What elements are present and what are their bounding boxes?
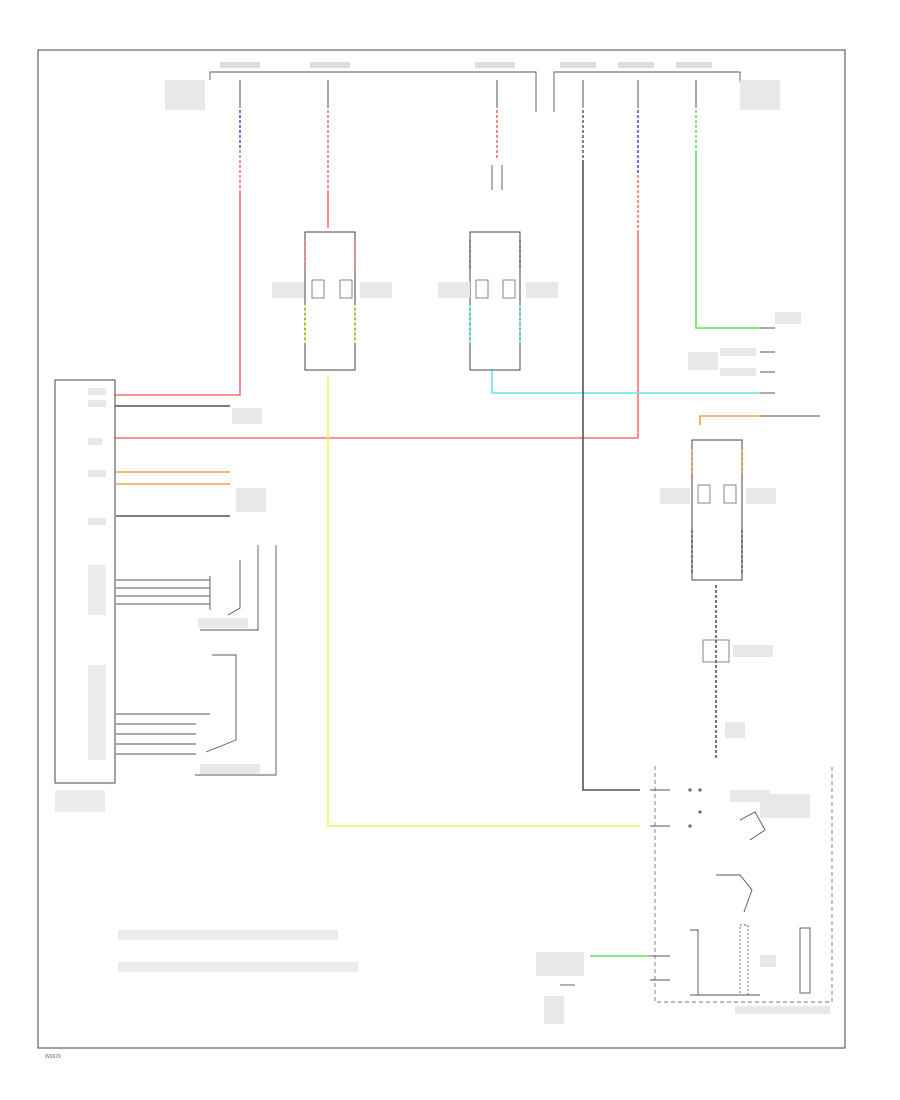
bottom-right-module: [536, 766, 833, 1024]
legend-notes: [118, 930, 358, 972]
right-connector-pins: [688, 312, 820, 417]
footer-code: W0029: [45, 1054, 61, 1060]
middle-switch-pair: [438, 231, 558, 371]
main-wires: [115, 150, 760, 957]
diagram-frame: [37, 49, 846, 1049]
fuse-drops: [239, 80, 697, 230]
left-switch-pair: [272, 231, 392, 371]
sub-module-bracket-1: [116, 545, 259, 631]
top-power-bus: [165, 62, 780, 112]
sub-module-bracket-2: [116, 545, 277, 776]
right-sensor-assembly: [660, 439, 776, 760]
left-control-module: [54, 379, 266, 812]
